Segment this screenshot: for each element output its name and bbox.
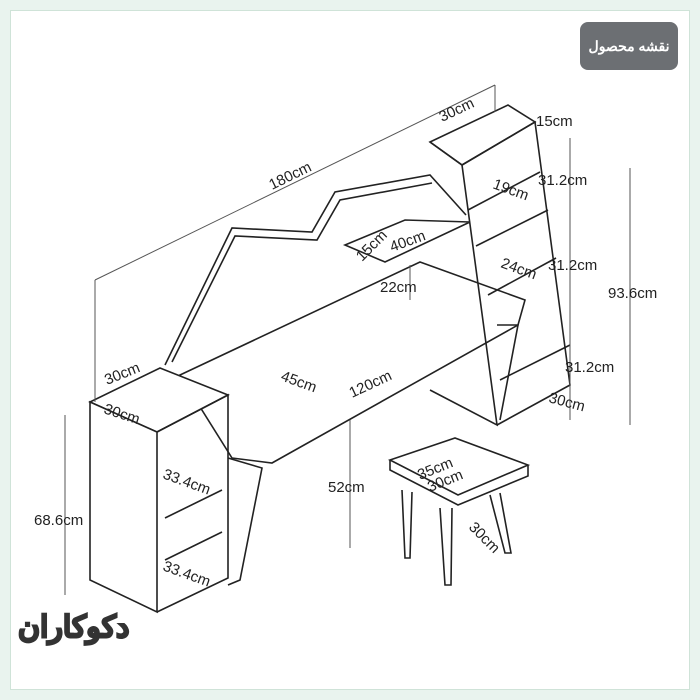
stool-edge (389, 460, 529, 506)
dim-right-bottom-width: 30cm (547, 389, 587, 415)
dim-shelf-height-2: 31.2cm (548, 257, 597, 274)
right-tower-side (461, 120, 571, 426)
dim-small-shelf-gap: 22cm (380, 279, 417, 296)
brand-logo: دکوکاران (17, 610, 130, 645)
dim-top-shelf-depth: 15cm (536, 113, 573, 130)
stool-leg-2 (439, 507, 453, 586)
right-shelf-4 (499, 344, 571, 381)
stool-leg-1 (401, 489, 413, 559)
stool-leg-3 (489, 492, 512, 554)
right-shelf-3 (487, 257, 557, 296)
small-shelf (342, 219, 471, 263)
back-panel-inner (171, 182, 433, 363)
right-tower-front (429, 141, 498, 427)
dim-shelf-height-1: 31.2cm (538, 172, 587, 189)
desk-top (178, 261, 526, 464)
right-shelf-1 (467, 171, 541, 211)
left-cabinet-front (89, 400, 158, 614)
dim-shelf-height-3: 31.2cm (565, 359, 614, 376)
dim-left-shelf-1: 33.4cm (161, 466, 213, 499)
right-shelf-2 (475, 209, 549, 247)
dim-total-width: 180cm (266, 159, 314, 194)
desk-structure (88, 104, 571, 614)
dim-left-cabinet-height: 68.6cm (34, 512, 83, 529)
dim-left-shelf-2: 33.4cm (161, 558, 213, 591)
dim-tower-height: 93.6cm (608, 285, 657, 302)
left-cabinet-side (156, 393, 229, 613)
back-panel (164, 174, 467, 366)
dim-line-total-width (94, 84, 496, 281)
dimension-lines (64, 84, 631, 595)
dim-top-shelf-width: 30cm (437, 95, 477, 126)
product-plan-badge: نقشه محصول (580, 22, 678, 70)
desk-leg-panel (227, 457, 263, 586)
left-shelf-1 (164, 489, 223, 519)
left-shelf-2 (164, 531, 223, 561)
dim-desk-height: 52cm (328, 479, 365, 496)
right-leg-panel (497, 324, 519, 421)
